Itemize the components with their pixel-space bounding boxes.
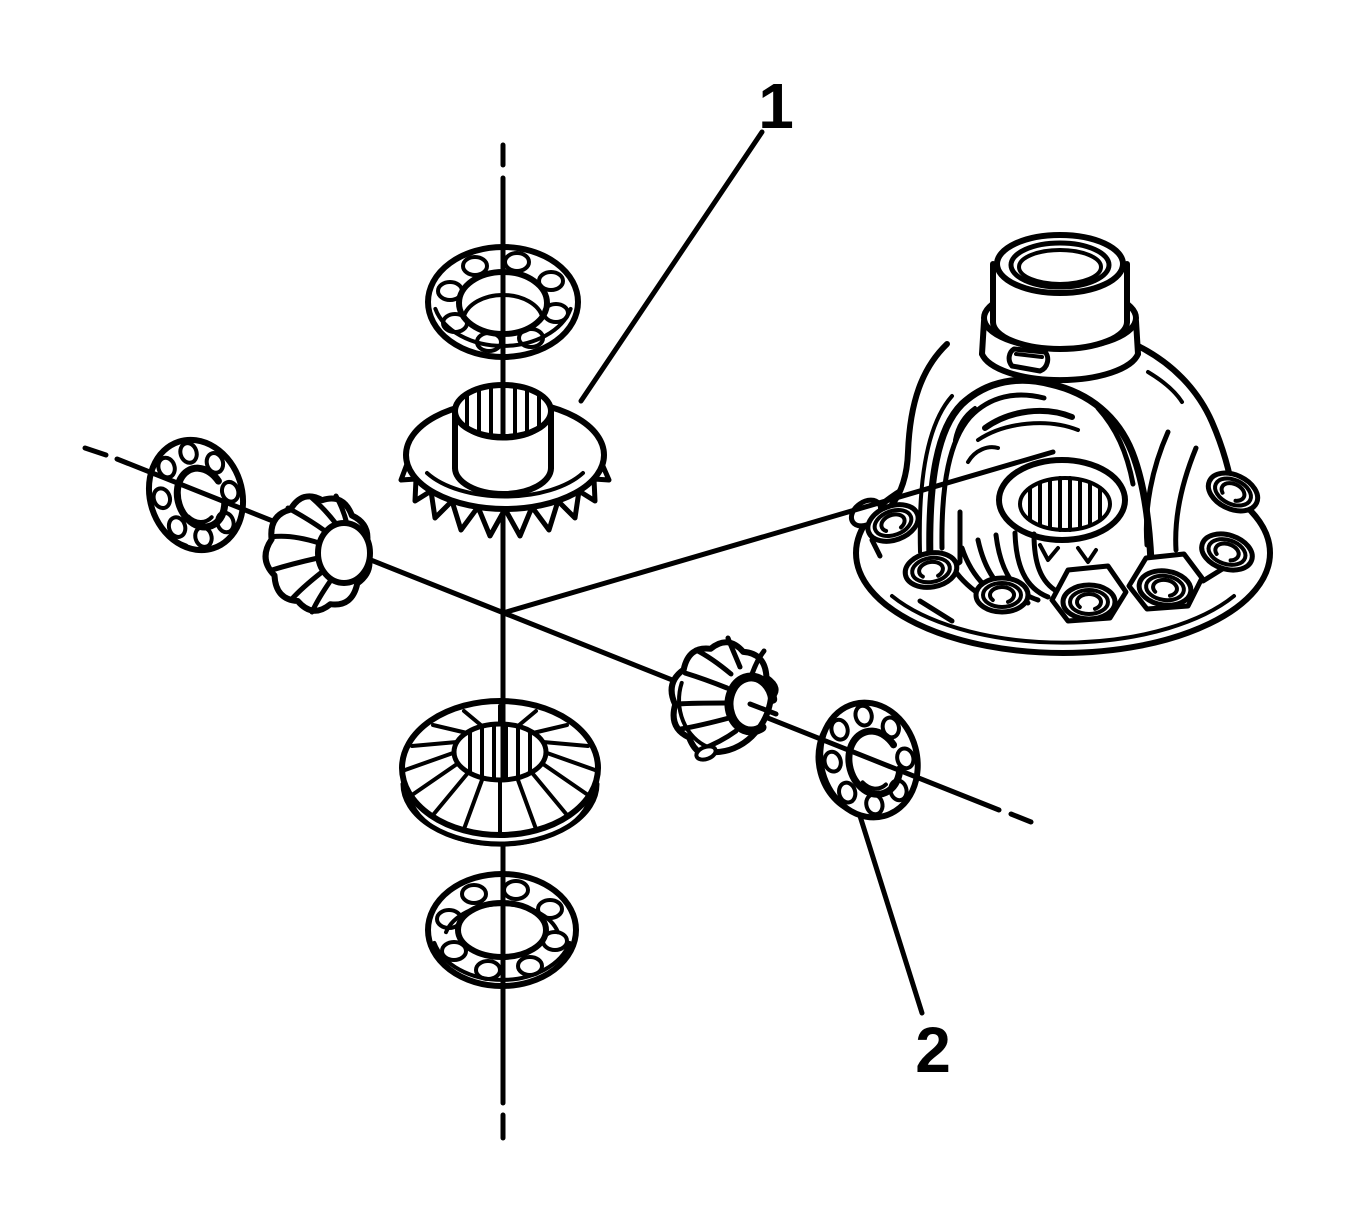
case-window-arch	[926, 376, 1155, 566]
case-dome-detail-arc	[1146, 370, 1184, 404]
callout-1-leader-line	[578, 129, 765, 404]
left-thrust-washer	[145, 436, 247, 554]
internal-tooth-mark-1	[1038, 543, 1060, 562]
lower-side-gear	[399, 698, 601, 847]
internal-side-gear-bore-inner	[1018, 476, 1112, 532]
differential-case	[848, 232, 1273, 656]
internal-tooth-mark-2	[1076, 546, 1098, 564]
internal-window-detail-arc	[953, 406, 977, 442]
left-pinion-teeth-lines	[268, 493, 350, 615]
left-pinion-back-cone	[315, 520, 373, 586]
pinion-centerline-left-dash	[82, 445, 109, 458]
case-collar-left-side	[979, 318, 987, 357]
right-washer-dish-edge	[815, 719, 858, 815]
right-washer-dish-inner	[860, 780, 888, 791]
callout-1: 1	[578, 70, 794, 404]
right-thrust-washer	[815, 699, 921, 821]
case-dome-rib-2	[1173, 445, 1199, 553]
lower-gear-teeth	[403, 704, 597, 836]
case-collar-bottom	[979, 351, 1141, 384]
left-washer-bolt-holes	[151, 441, 241, 549]
case-collar-tab	[1006, 346, 1051, 374]
right-pinion-gear	[668, 635, 779, 762]
case-dome-rib-1	[1143, 429, 1171, 548]
case-neck-bottom	[990, 319, 1130, 352]
internal-gear-top-arc-2	[976, 421, 1080, 442]
internal-window-swirl	[966, 445, 1000, 464]
callout-2-leader-line	[857, 813, 925, 1016]
callout-2-label: 2	[915, 1014, 951, 1086]
lower-gear-hub-hole	[451, 721, 549, 783]
case-neck-bore-outer	[1008, 240, 1112, 290]
case-dome-left-rib	[917, 394, 954, 554]
centerline-overlays	[500, 383, 779, 781]
upper-side-gear	[398, 382, 612, 539]
pinion-centerline-main	[114, 456, 1002, 813]
lower-gear-base-rim-inner	[407, 788, 593, 847]
upper-gear-hub-bottom	[452, 465, 554, 497]
case-window-inner-arch-left	[939, 392, 1047, 551]
right-pinion-bore	[724, 672, 778, 736]
pinion-centerline-right-dash	[1008, 811, 1034, 825]
internal-gear-top-arc-1	[982, 407, 1075, 431]
pinion-shaft-centerline	[82, 445, 1034, 825]
case-window-inner-arch-right	[1095, 405, 1136, 487]
case-collar-tab-line	[1014, 352, 1044, 359]
flange-connector-3	[869, 537, 883, 559]
case-alignment-line	[500, 449, 1056, 616]
internal-spline-bars	[1028, 476, 1102, 532]
case-neck-bore-inner	[1017, 248, 1103, 286]
flange-connector-1	[917, 598, 955, 624]
flange-bolt-holes	[865, 470, 1261, 622]
right-washer-bolt-holes	[822, 703, 916, 817]
lower-gear-splines	[468, 723, 532, 781]
case-flange-inner-rim	[890, 594, 1236, 645]
right-pinion-rim-arc	[677, 680, 710, 749]
right-pinion-detail	[694, 744, 718, 762]
callout-2: 2	[857, 813, 951, 1086]
left-pinion-gear	[262, 493, 373, 615]
pinion-centerline-bore-segment	[747, 701, 779, 717]
left-washer-dish-inner	[186, 514, 214, 524]
case-collar-right-side	[1133, 318, 1141, 357]
upper-gear-splines	[465, 384, 541, 438]
callout-1-label: 1	[758, 70, 794, 142]
